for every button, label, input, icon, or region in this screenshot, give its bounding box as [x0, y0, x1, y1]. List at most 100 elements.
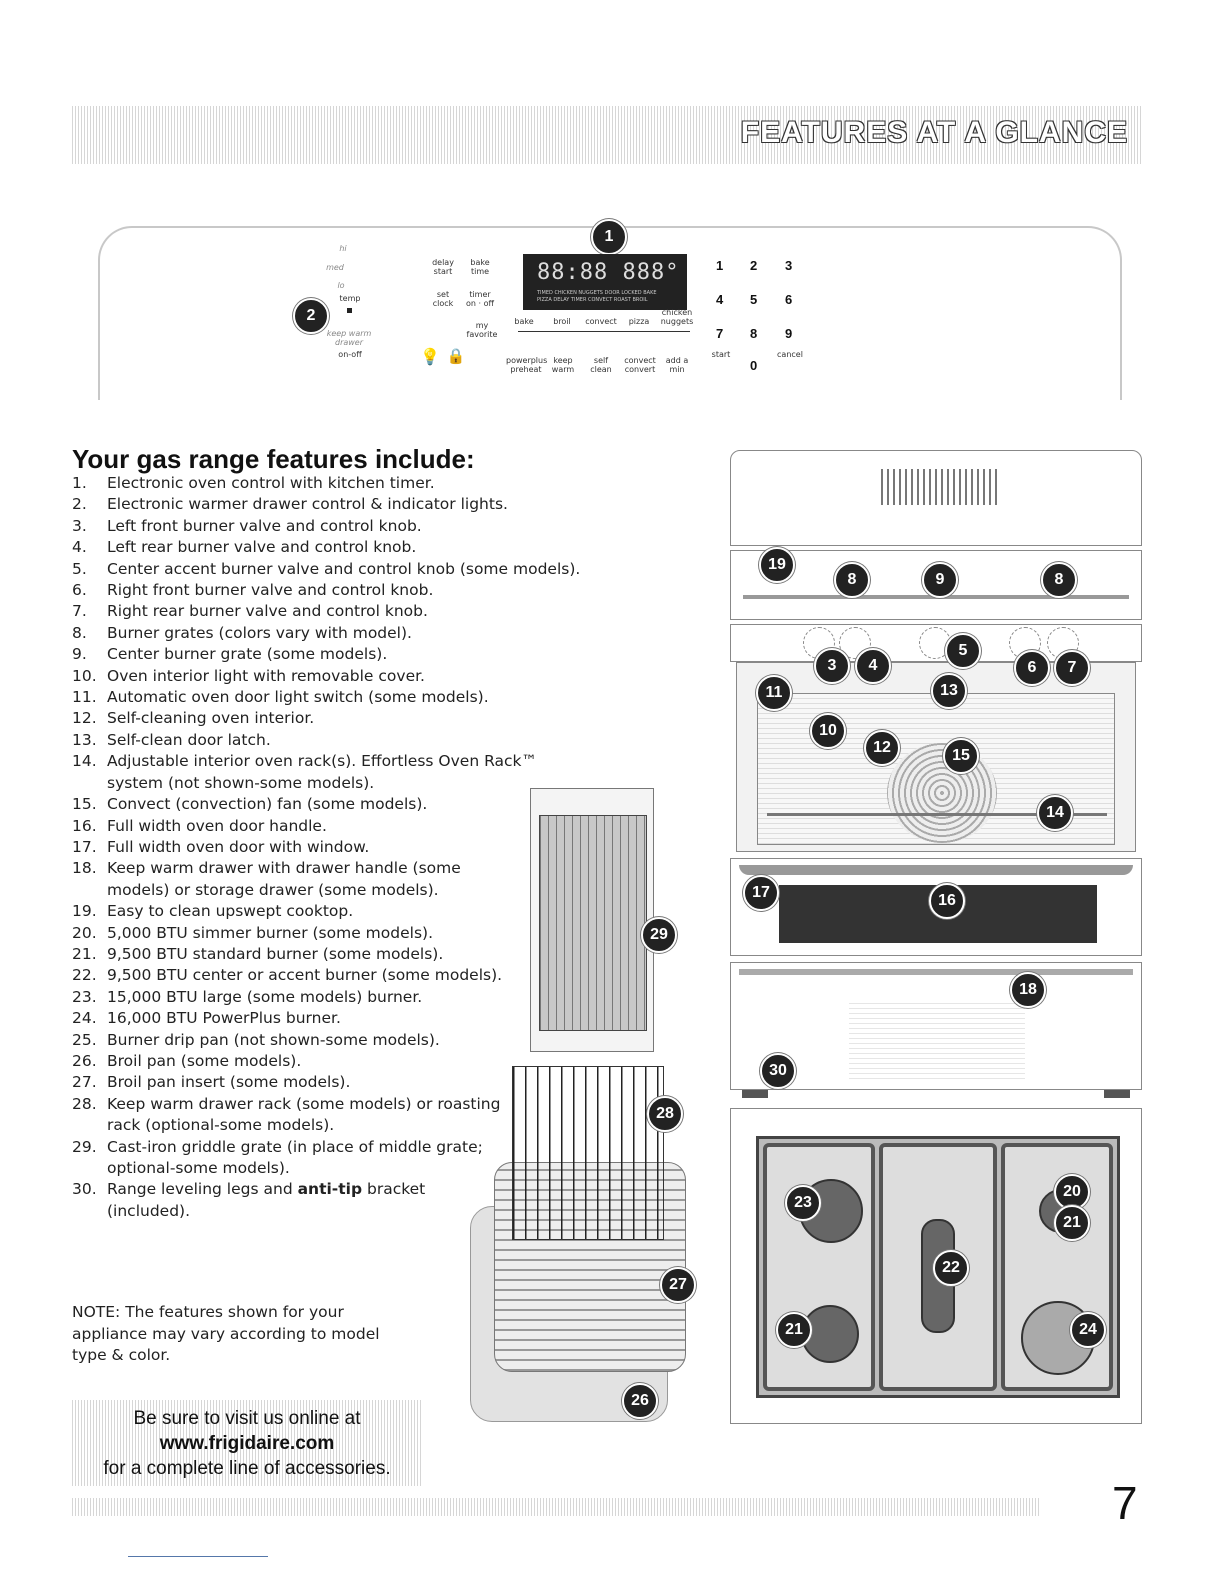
- list-item: 4.Left rear burner valve and control kno…: [72, 538, 417, 557]
- list-item: 10.Oven interior light with removable co…: [72, 666, 425, 685]
- cancel-key[interactable]: cancel: [777, 350, 803, 359]
- list-item: 26.Broil pan (some models).: [72, 1051, 302, 1070]
- drawer-handle[interactable]: [739, 969, 1133, 975]
- list-item: 7.Right rear burner valve and control kn…: [72, 602, 428, 621]
- warmer-hi-label: hi: [339, 244, 347, 253]
- set-clock-key[interactable]: set clock: [432, 290, 454, 308]
- bake-key[interactable]: bake: [514, 317, 534, 326]
- key-9[interactable]: 9: [785, 326, 793, 341]
- convection-fan: [887, 743, 997, 843]
- list-item: 2.Electronic warmer drawer control & ind…: [72, 495, 508, 514]
- callout-5: 5: [945, 633, 981, 669]
- keep-warm-key[interactable]: keep warm: [551, 356, 575, 374]
- broil-key[interactable]: broil: [553, 317, 571, 326]
- list-item: 20.5,000 BTU simmer burner (some models)…: [72, 923, 433, 942]
- range-backguard: [730, 450, 1142, 546]
- list-item: 8.Burner grates (colors vary with model)…: [72, 623, 412, 642]
- key-7[interactable]: 7: [716, 326, 724, 341]
- feature-list: 1.Electronic oven control with kitchen t…: [72, 473, 632, 1222]
- header-band: FEATURES AT A GLANCE: [72, 106, 1142, 164]
- warmer-on-off-key[interactable]: on-off: [338, 350, 362, 359]
- key-1[interactable]: 1: [716, 258, 724, 273]
- convect-convert-key[interactable]: convect convert: [624, 356, 656, 374]
- oven-display: 88:88 888° TIMED CHICKEN NUGGETS DOOR LO…: [523, 254, 687, 310]
- key-4[interactable]: 4: [716, 292, 724, 307]
- callout-19: 19: [759, 547, 795, 583]
- warmer-drawer[interactable]: [730, 962, 1142, 1090]
- self-clean-key[interactable]: self clean: [590, 356, 612, 374]
- list-item: 21.9,500 BTU standard burner (some model…: [72, 944, 444, 963]
- callout-28: 28: [647, 1096, 683, 1132]
- callout-21b: 21: [776, 1312, 812, 1348]
- list-item: 5.Center accent burner valve and control…: [72, 559, 581, 578]
- warming-rack-illustration: [512, 1066, 664, 1240]
- mini-control-panel: [881, 469, 1001, 505]
- callout-8b: 8: [1041, 562, 1077, 598]
- powerplus-preheat-key[interactable]: powerplus preheat: [506, 356, 548, 374]
- key-6[interactable]: 6: [785, 292, 793, 307]
- display-labels-bottom: PIZZA DELAY TIMER CONVECT ROAST BROIL: [537, 297, 648, 303]
- my-favorite-key[interactable]: my favorite: [466, 321, 498, 339]
- page-number: 7: [1112, 1477, 1138, 1529]
- chicken-nuggets-key[interactable]: chicken nuggets: [660, 308, 694, 326]
- convect-key[interactable]: convect: [585, 317, 617, 326]
- oven-rack: [767, 813, 1107, 816]
- list-item: 30.Range leveling legs and anti-tip brac…: [72, 1180, 426, 1220]
- delay-start-key[interactable]: delay start: [432, 258, 454, 276]
- list-item: 12.Self-cleaning oven interior.: [72, 709, 315, 728]
- note-text: NOTE: The features shown for your applia…: [72, 1303, 380, 1364]
- callout-8: 8: [834, 562, 870, 598]
- list-item: 13.Self-clean door latch.: [72, 730, 271, 749]
- list-item: 11.Automatic oven door light switch (som…: [72, 688, 489, 707]
- oven-door-handle[interactable]: [739, 865, 1133, 875]
- callout-23: 23: [785, 1185, 821, 1221]
- callout-22: 22: [933, 1250, 969, 1286]
- callout-14: 14: [1037, 795, 1073, 831]
- warmer-led: [347, 308, 352, 313]
- key-5[interactable]: 5: [750, 292, 758, 307]
- warmer-temp-key[interactable]: temp: [339, 294, 361, 303]
- callout-6: 6: [1014, 650, 1050, 686]
- website-link[interactable]: www.frigidaire.com: [159, 1433, 335, 1454]
- callout-16: 16: [929, 883, 965, 919]
- timer-key[interactable]: timer on · off: [466, 290, 494, 308]
- start-key[interactable]: start: [711, 350, 731, 359]
- visit-box: Be sure to visit us online at www.frigid…: [72, 1400, 422, 1486]
- callout-24: 24: [1070, 1312, 1106, 1348]
- callout-15: 15: [943, 738, 979, 774]
- list-item: 9.Center burner grate (some models).: [72, 645, 388, 664]
- list-item: 16.Full width oven door handle.: [72, 816, 327, 835]
- callout-13: 13: [931, 673, 967, 709]
- list-item: 17.Full width oven door with window.: [72, 837, 370, 856]
- knob[interactable]: [839, 627, 871, 659]
- footer-rule: [128, 1556, 268, 1557]
- list-item: 3.Left front burner valve and control kn…: [72, 516, 422, 535]
- lock-icon[interactable]: 🔒: [446, 347, 466, 365]
- callout-29: 29: [641, 917, 677, 953]
- add-a-min-key[interactable]: add a min: [665, 356, 689, 374]
- list-item: 15.Convect (convection) fan (some models…: [72, 795, 428, 814]
- key-0[interactable]: 0: [750, 358, 758, 373]
- key-2[interactable]: 2: [750, 258, 758, 273]
- list-item: 28.Keep warm drawer rack (some models) o…: [72, 1094, 501, 1135]
- leveling-leg: [1104, 1090, 1130, 1098]
- callout-4: 4: [855, 648, 891, 684]
- key-8[interactable]: 8: [750, 326, 758, 341]
- key-3[interactable]: 3: [785, 258, 793, 273]
- visit-line-1: Be sure to visit us online at: [133, 1408, 361, 1429]
- display-digits: 88:88 888°: [537, 260, 680, 285]
- bake-time-key[interactable]: bake time: [470, 258, 490, 276]
- callout-10: 10: [810, 713, 846, 749]
- list-item: 25.Burner drip pan (not shown-some model…: [72, 1030, 440, 1049]
- drawer-panel-detail: [849, 999, 1025, 1079]
- footer-band: [72, 1498, 1040, 1516]
- warmer-med-label: med: [326, 263, 344, 272]
- list-item: 1.Electronic oven control with kitchen t…: [72, 474, 435, 492]
- list-item: 29.Cast-iron griddle grate (in place of …: [72, 1137, 483, 1177]
- pizza-key[interactable]: pizza: [628, 317, 650, 326]
- list-item: 22.9,500 BTU center or accent burner (so…: [72, 966, 503, 985]
- list-item: 19.Easy to clean upswept cooktop.: [72, 902, 354, 921]
- callout-17: 17: [743, 875, 779, 911]
- oven-light-icon[interactable]: 💡: [420, 347, 440, 366]
- callout-11: 11: [756, 675, 792, 711]
